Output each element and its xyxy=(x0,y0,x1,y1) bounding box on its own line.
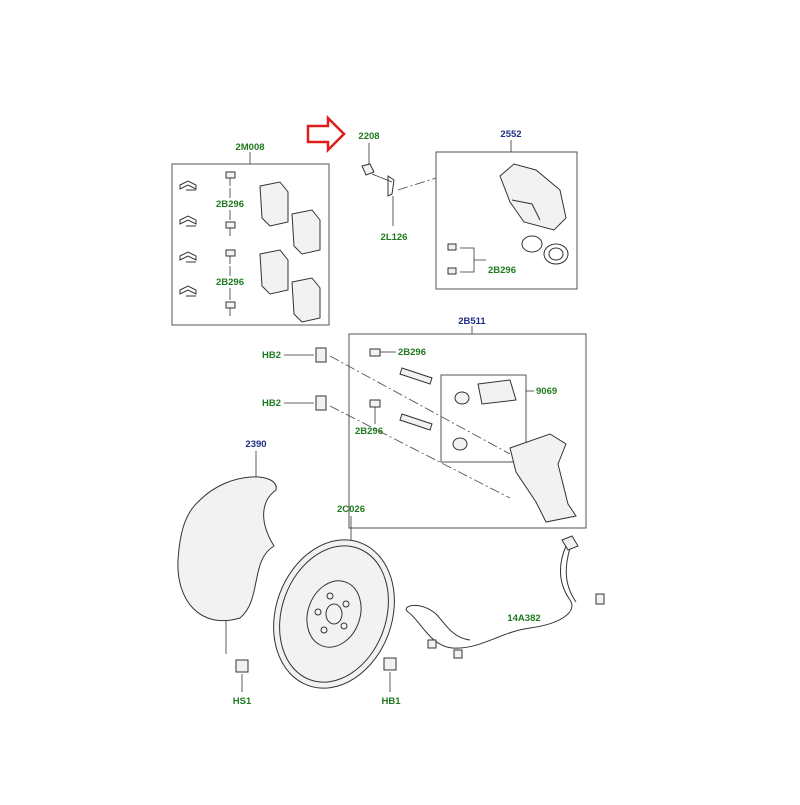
carrier-bolt-top xyxy=(369,348,381,357)
shield-group: 2390 HS1 xyxy=(177,439,277,707)
sensor-connector xyxy=(427,639,437,649)
pad-bolt-bottom-label: 2B296 xyxy=(216,277,244,288)
disc-group: 2C026 HB1 xyxy=(273,504,401,707)
bleed-screw xyxy=(361,163,375,176)
caliper-group: 2552 2B296 xyxy=(435,129,578,290)
caliper-piston-boot xyxy=(543,243,569,265)
pad-4 xyxy=(291,277,321,323)
sensor-clip xyxy=(595,593,605,605)
caliper-bolt-1 xyxy=(447,243,457,251)
brake-disc-outer xyxy=(273,539,395,689)
caliper-bolts-label: 2B296 xyxy=(488,265,516,276)
shield-label: 2390 xyxy=(245,439,266,450)
carrier-kit-label: 2B511 xyxy=(458,316,486,327)
bleed-screw-label: 2208 xyxy=(358,131,379,142)
carrier-bracket xyxy=(509,433,577,523)
pad-2 xyxy=(291,209,321,255)
caliper-label: 2552 xyxy=(500,129,521,140)
caliper-seal xyxy=(521,235,543,253)
pad-1 xyxy=(259,181,289,227)
brake-pads xyxy=(259,181,321,323)
bleed-cap xyxy=(387,175,395,197)
hub-bolts-group: HB2 HB2 xyxy=(262,347,327,411)
clip-3 xyxy=(179,251,197,263)
carrier-kit-group: 2B511 9069 2B296 2B296 xyxy=(329,316,587,529)
pad-bolt-2 xyxy=(225,221,236,229)
bleed-dash-line xyxy=(397,177,437,191)
hub-bolt-bottom-label: HB2 xyxy=(262,398,281,409)
guide-pin-bottom xyxy=(399,413,433,431)
hub-bolt-top-label: HB2 xyxy=(262,350,281,361)
caliper-detail xyxy=(511,199,541,221)
guide-pin-top xyxy=(399,367,433,385)
pad-bolt-3 xyxy=(225,249,236,257)
sensor-group: 14A382 xyxy=(405,535,605,659)
carrier-dash-top xyxy=(329,355,511,455)
caliper-body xyxy=(499,163,567,231)
pad-bolt-top-label: 2B296 xyxy=(216,199,244,210)
pad-3 xyxy=(259,249,289,295)
carrier-bolt-top-label: 2B296 xyxy=(398,347,426,358)
sensor-label: 14A382 xyxy=(507,613,540,624)
carrier-dash-bottom xyxy=(329,405,511,499)
clip-4 xyxy=(179,285,197,297)
pad-kit-label: 2M008 xyxy=(235,142,264,153)
carrier-kit-frame xyxy=(348,333,587,529)
clip-2 xyxy=(179,215,197,227)
disc-screw xyxy=(383,657,397,671)
brake-disc-hub xyxy=(306,580,362,648)
carrier-bolt-bottom-label: 2B296 xyxy=(355,426,383,437)
sensor-head xyxy=(561,535,579,551)
clip-1 xyxy=(179,180,197,191)
pad-bolt-4 xyxy=(225,301,236,309)
disc-label: 2C026 xyxy=(337,504,365,515)
hub-bolt-bottom xyxy=(315,395,327,411)
caliper-frame xyxy=(435,151,578,290)
carrier-bolt-bottom xyxy=(369,399,381,408)
pad-bolts xyxy=(225,171,236,316)
guide-plate xyxy=(477,379,517,405)
shield-screw xyxy=(235,659,249,673)
caliper-bolt-2 xyxy=(447,267,457,275)
sensor-cable xyxy=(405,545,573,649)
disc-screw-label: HB1 xyxy=(381,696,401,707)
pad-bolt-1 xyxy=(225,171,236,179)
highlight-arrow-icon xyxy=(306,114,346,154)
guide-boot-bottom xyxy=(452,437,468,451)
guide-kit-frame xyxy=(440,374,527,463)
pad-kit-group: 2M008 2B296 2B296 xyxy=(171,142,330,326)
pad-kit-frame xyxy=(171,163,330,326)
dust-shield xyxy=(177,476,277,622)
guide-kit-label: 9069 xyxy=(536,386,557,397)
bleed-cap-label: 2L126 xyxy=(381,232,408,243)
pad-clips xyxy=(179,180,197,297)
sensor-grommet xyxy=(453,649,463,659)
bleed-screw-group: 2208 2L126 xyxy=(306,114,437,243)
guide-boot-top xyxy=(454,391,470,405)
hub-bolt-top xyxy=(315,347,327,363)
shield-screw-label: HS1 xyxy=(233,696,252,707)
